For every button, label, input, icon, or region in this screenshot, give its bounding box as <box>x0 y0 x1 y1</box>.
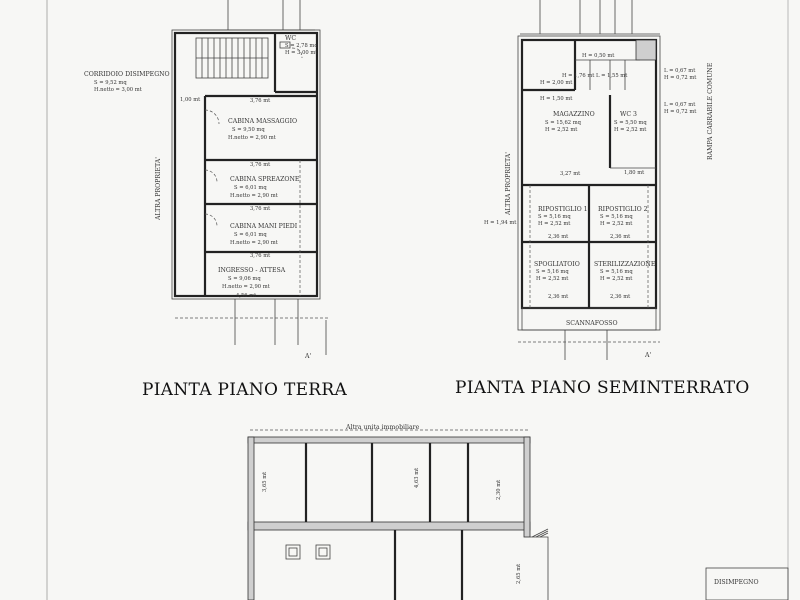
ground-floor-title: PIANTA PIANO TERRA <box>142 380 347 400</box>
basement-height-4: H = 2,00 mt <box>540 80 573 86</box>
section-dim-3: 2,30 mt <box>496 479 502 500</box>
basement-dim-1: 3,27 mt <box>560 171 581 177</box>
sterilization-height: H = 2,52 mt <box>600 276 633 282</box>
ground-floor-plan: CORRIDOIO DISIMPEGNO S = 9,52 mq H.netto… <box>84 0 330 360</box>
ground-outer-wall-line <box>171 29 321 300</box>
ramp-label: RAMPA CARRABILE COMUNE <box>707 62 714 160</box>
entrance-area: S = 9,06 mq <box>228 276 261 282</box>
closet1-area: S = 5,16 mq <box>538 214 571 220</box>
basement-side-label: ALTRA PROPRIETA' <box>505 152 512 216</box>
ground-outer-wall <box>173 31 319 298</box>
section-roof-slab <box>247 436 531 444</box>
bwc-name: WC 3 <box>620 111 637 118</box>
wc-height: H = 3,00 mt <box>285 50 318 56</box>
section-top-label: Altra unita immobiliare <box>345 424 420 431</box>
sterilization-area: S = 5,16 mq <box>600 269 633 275</box>
storage-height: H = 2,52 mt <box>545 127 578 133</box>
ground-side-label: ALTRA PROPRIETA' <box>155 157 162 221</box>
ground-dim-1: 3,76 mt <box>250 98 271 104</box>
section-left-wall <box>247 436 255 600</box>
building-section: Altra unita immobiliare 3,65 mt 4,63 mt … <box>247 424 549 600</box>
basement-bottom-marks <box>518 330 660 360</box>
storage-name: MAGAZZINO <box>553 111 595 118</box>
basement-height-2: H = 1,76 mt <box>562 73 595 79</box>
sterilization-name: STERILIZZAZIONE <box>594 261 656 268</box>
ground-dim-4: 3,76 mt <box>250 253 271 259</box>
ground-dim-5: 4,56 mt <box>236 293 257 299</box>
basement-section-mark: A' <box>644 352 651 359</box>
storage-area: S = 15,62 mq <box>545 120 582 126</box>
door-massage <box>204 109 220 125</box>
bwc-height: H = 2,52 mt <box>614 127 647 133</box>
changing-height: H = 2,52 mt <box>536 276 569 282</box>
closet1-height: H = 2,52 mt <box>538 221 571 227</box>
basement-dim-3: 2,36 mt <box>548 234 569 240</box>
basement-stairs <box>573 40 640 90</box>
stamp-text: DISIMPEGNO <box>714 579 759 586</box>
basement-top-dimensions <box>520 0 660 35</box>
wc-area: S = 2,78 mq <box>285 43 318 49</box>
handsfeet-name: CABINA MANI PIEDI <box>230 223 298 230</box>
ground-dim-6: 1,00 mt <box>180 97 201 103</box>
basement-dim-6: 2,36 mt <box>610 294 631 300</box>
closet2-name: RIPOSTIGLIO 2 <box>598 206 648 213</box>
ground-wc-room <box>273 33 317 94</box>
basement-plan: MAGAZZINO S = 15,62 mq H = 2,52 mt WC 3 … <box>484 0 714 360</box>
section-right-wall <box>523 436 531 538</box>
closet2-height: H = 2,52 mt <box>600 221 633 227</box>
basement-height-1: H = 0,50 mt <box>582 53 615 59</box>
changing-area: S = 5,16 mq <box>536 269 569 275</box>
ground-dim-3: 3,76 mt <box>250 206 271 212</box>
ground-dim-2: 3,76 mt <box>250 162 271 168</box>
closet2-area: S = 5,16 mq <box>600 214 633 220</box>
entrance-name: INGRESSO - ATTESA <box>218 267 286 274</box>
basement-title: PIANTA PIANO SEMINTERRATO <box>455 378 750 398</box>
section-floor-slab <box>247 521 531 531</box>
closet1-name: RIPOSTIGLIO 1 <box>538 206 588 213</box>
basement-height-9: H = 0,72 mt <box>664 109 697 115</box>
entrance-height: H.netto = 2,90 mt <box>222 284 271 290</box>
handsfeet-height: H.netto = 2,90 mt <box>230 240 279 246</box>
basement-corner-hatch <box>635 39 657 61</box>
door-handsfeet <box>204 213 218 227</box>
section-window-1 <box>285 544 301 560</box>
section-exterior-step <box>530 536 549 600</box>
basement-dim-4: 2,36 mt <box>610 234 631 240</box>
basement-height-8: L = 0,67 mt <box>664 102 696 108</box>
ground-bottom-marks <box>175 299 330 355</box>
door-sauna <box>204 169 218 183</box>
basement-height-3: L = 1,55 mt <box>596 73 628 79</box>
section-dim-4: 2,65 mt <box>516 563 522 584</box>
basement-height-10: H = 1,94 mt <box>484 220 517 226</box>
gap-name: SCANNAFOSSO <box>566 320 618 327</box>
corridor-name: CORRIDOIO DISIMPEGNO <box>84 71 170 78</box>
stamp-box: DISIMPEGNO <box>705 567 789 600</box>
sauna-area: S = 6,01 mq <box>234 185 267 191</box>
changing-name: SPOGLIATOIO <box>534 261 580 268</box>
section-window-2 <box>315 544 331 560</box>
basement-height-7: H = 0,72 mt <box>664 75 697 81</box>
wc-name: WC <box>285 35 296 42</box>
sauna-height: H.netto = 2,90 mt <box>230 193 279 199</box>
section-dim-2: 4,63 mt <box>414 467 420 488</box>
section-dim-1: 3,65 mt <box>262 471 268 492</box>
ground-stairs <box>195 37 269 79</box>
basement-dim-5: 2,36 mt <box>548 294 569 300</box>
basement-dim-2: 1,80 mt <box>624 170 645 176</box>
ground-top-dimensions <box>200 0 315 31</box>
bwc-area: S = 5,50 mq <box>614 120 647 126</box>
basement-height-5: H = 1,50 mt <box>540 96 573 102</box>
basement-height-6: L = 0,67 mt <box>664 68 696 74</box>
massage-area: S = 9,50 mq <box>232 127 265 133</box>
handsfeet-area: S = 6,01 mq <box>234 232 267 238</box>
corridor-area: S = 9,52 mq <box>94 80 127 86</box>
massage-name: CABINA MASSAGGIO <box>228 118 297 125</box>
corridor-height: H.netto = 3,00 mt <box>94 87 143 93</box>
ground-section-mark: A' <box>304 353 311 360</box>
sauna-name: CABINA SPREAZONE <box>230 176 300 183</box>
massage-height: H.netto = 2,90 mt <box>228 135 277 141</box>
